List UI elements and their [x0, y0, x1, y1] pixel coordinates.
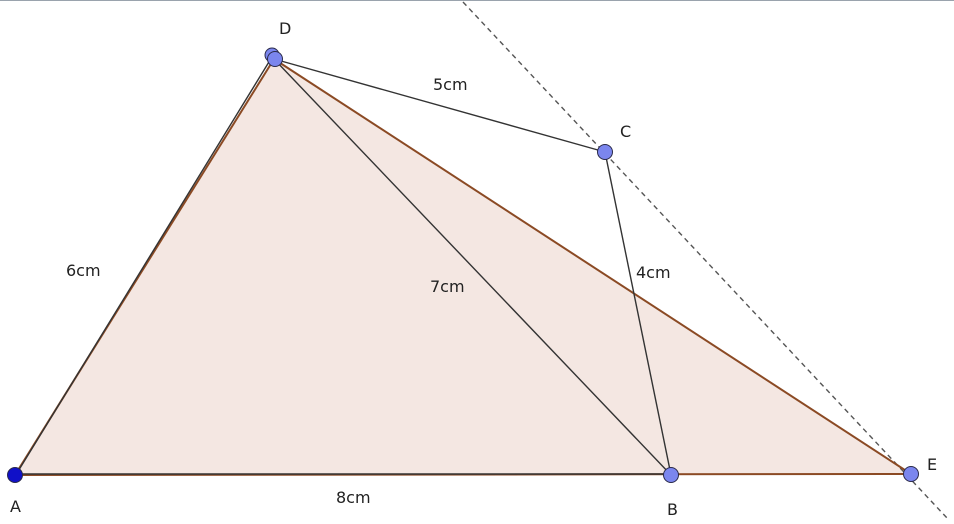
point-E[interactable]	[903, 466, 919, 482]
triangle-ADE[interactable]	[15, 59, 911, 475]
label-AB-length: 8cm	[336, 488, 371, 507]
label-CB-length: 4cm	[636, 263, 671, 282]
segment-AD-inner[interactable]	[16, 56, 273, 474]
segment-DB[interactable]	[273, 58, 672, 476]
dashed-line-CE[interactable]	[462, 1, 948, 519]
point-label-C: C	[620, 122, 631, 141]
segment-CB[interactable]	[604, 151, 672, 476]
label-DB-length: 7cm	[430, 277, 465, 296]
point-label-B: B	[667, 500, 678, 519]
label-DC-length: 5cm	[433, 75, 468, 94]
point-label-E: E	[927, 455, 937, 474]
label-AD-length: 6cm	[66, 261, 101, 280]
point-label-A: A	[10, 497, 21, 516]
segment-DE[interactable]	[273, 58, 912, 475]
point-D[interactable]	[267, 51, 283, 67]
point-A[interactable]	[7, 467, 23, 483]
segment-DC[interactable]	[273, 58, 606, 153]
point-label-D: D	[279, 19, 291, 38]
top-border	[0, 0, 954, 1]
point-C[interactable]	[597, 144, 613, 160]
point-B[interactable]	[663, 467, 679, 483]
